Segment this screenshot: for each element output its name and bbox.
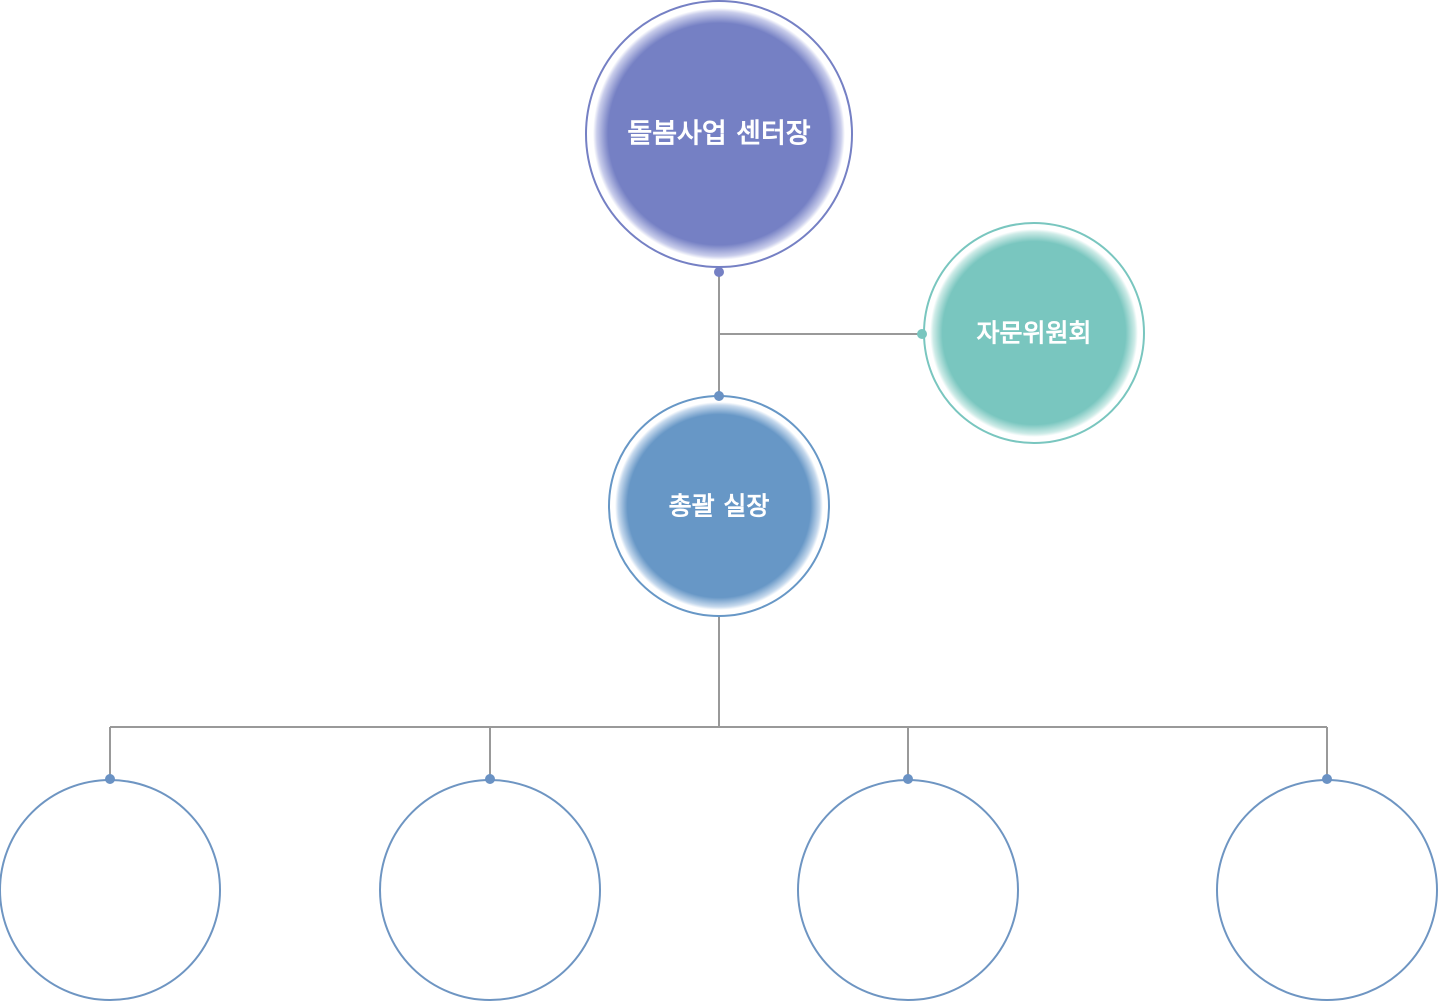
node-team-1 (0, 779, 221, 1001)
node-manager-fill (615, 402, 823, 610)
dot-director-bottom (714, 267, 724, 277)
node-team-2 (379, 779, 601, 1001)
node-team-3-ring (797, 779, 1019, 1001)
node-team-4-ring (1216, 779, 1438, 1001)
node-advisory-fill (930, 229, 1138, 437)
dot-manager-top (714, 391, 724, 401)
dot-team-4-top (1322, 774, 1332, 784)
dot-team-3-top (903, 774, 913, 784)
node-director: 돌봄사업 센터장 (585, 0, 853, 268)
node-manager-label: 총괄 실장 (669, 492, 770, 521)
node-team-1-ring (0, 779, 221, 1001)
node-director-label: 돌봄사업 센터장 (627, 119, 810, 150)
connector-dots (105, 267, 1332, 784)
node-advisory-label: 자문위원회 (976, 319, 1091, 348)
connectors (109, 272, 1328, 779)
node-advisory: 자문위원회 (923, 222, 1145, 444)
dot-team-1-top (105, 774, 115, 784)
node-team-3 (797, 779, 1019, 1001)
dot-team-2-top (485, 774, 495, 784)
node-team-4 (1216, 779, 1438, 1001)
node-director-fill (593, 8, 845, 260)
node-team-2-ring (379, 779, 601, 1001)
dot-advisory-left (917, 329, 927, 339)
node-manager: 총괄 실장 (608, 395, 830, 617)
